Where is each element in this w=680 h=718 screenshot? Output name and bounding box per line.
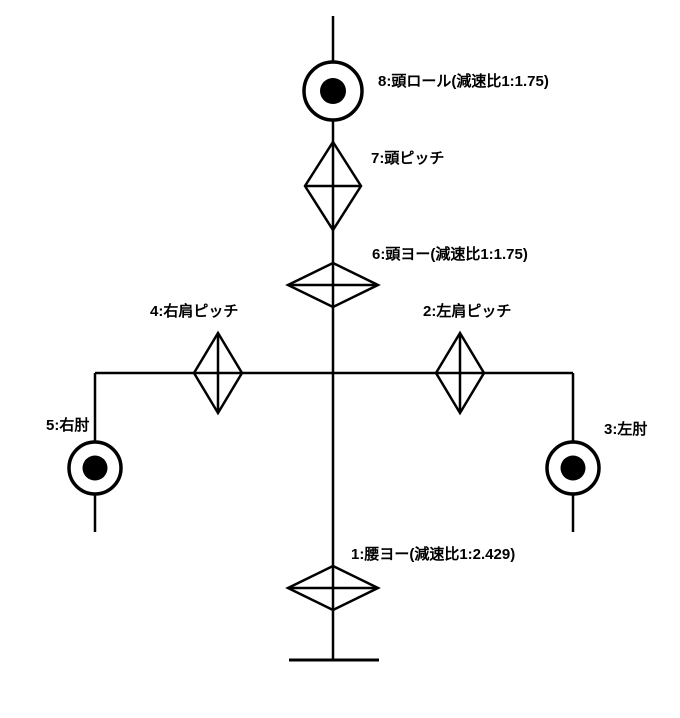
head-yaw-joint-symbol (285, 261, 381, 309)
head-roll-joint-symbol (302, 60, 364, 122)
left-shoulder-pitch-joint-symbol (434, 330, 486, 416)
label-left-elbow: 3:左肘 (604, 421, 648, 438)
label-right-elbow: 5:右肘 (46, 417, 90, 434)
label-head-roll: 8:頭ロール(減速比1:1.75) (378, 73, 549, 90)
label-waist-yaw: 1:腰ヨー(減速比1:2.429) (351, 546, 516, 563)
label-head-pitch: 7:頭ピッチ (371, 150, 445, 167)
right-shoulder-pitch-joint-symbol (192, 330, 244, 416)
right-elbow-joint-symbol (67, 440, 123, 496)
head-pitch-joint-symbol (303, 139, 363, 233)
waist-yaw-joint-symbol (285, 564, 381, 612)
label-head-yaw: 6:頭ヨー(減速比1:1.75) (372, 246, 528, 263)
label-left-shoulder-pitch: 2:左肩ピッチ (423, 303, 512, 320)
left-elbow-joint-symbol (545, 440, 601, 496)
label-right-shoulder-pitch: 4:右肩ピッチ (150, 303, 239, 320)
